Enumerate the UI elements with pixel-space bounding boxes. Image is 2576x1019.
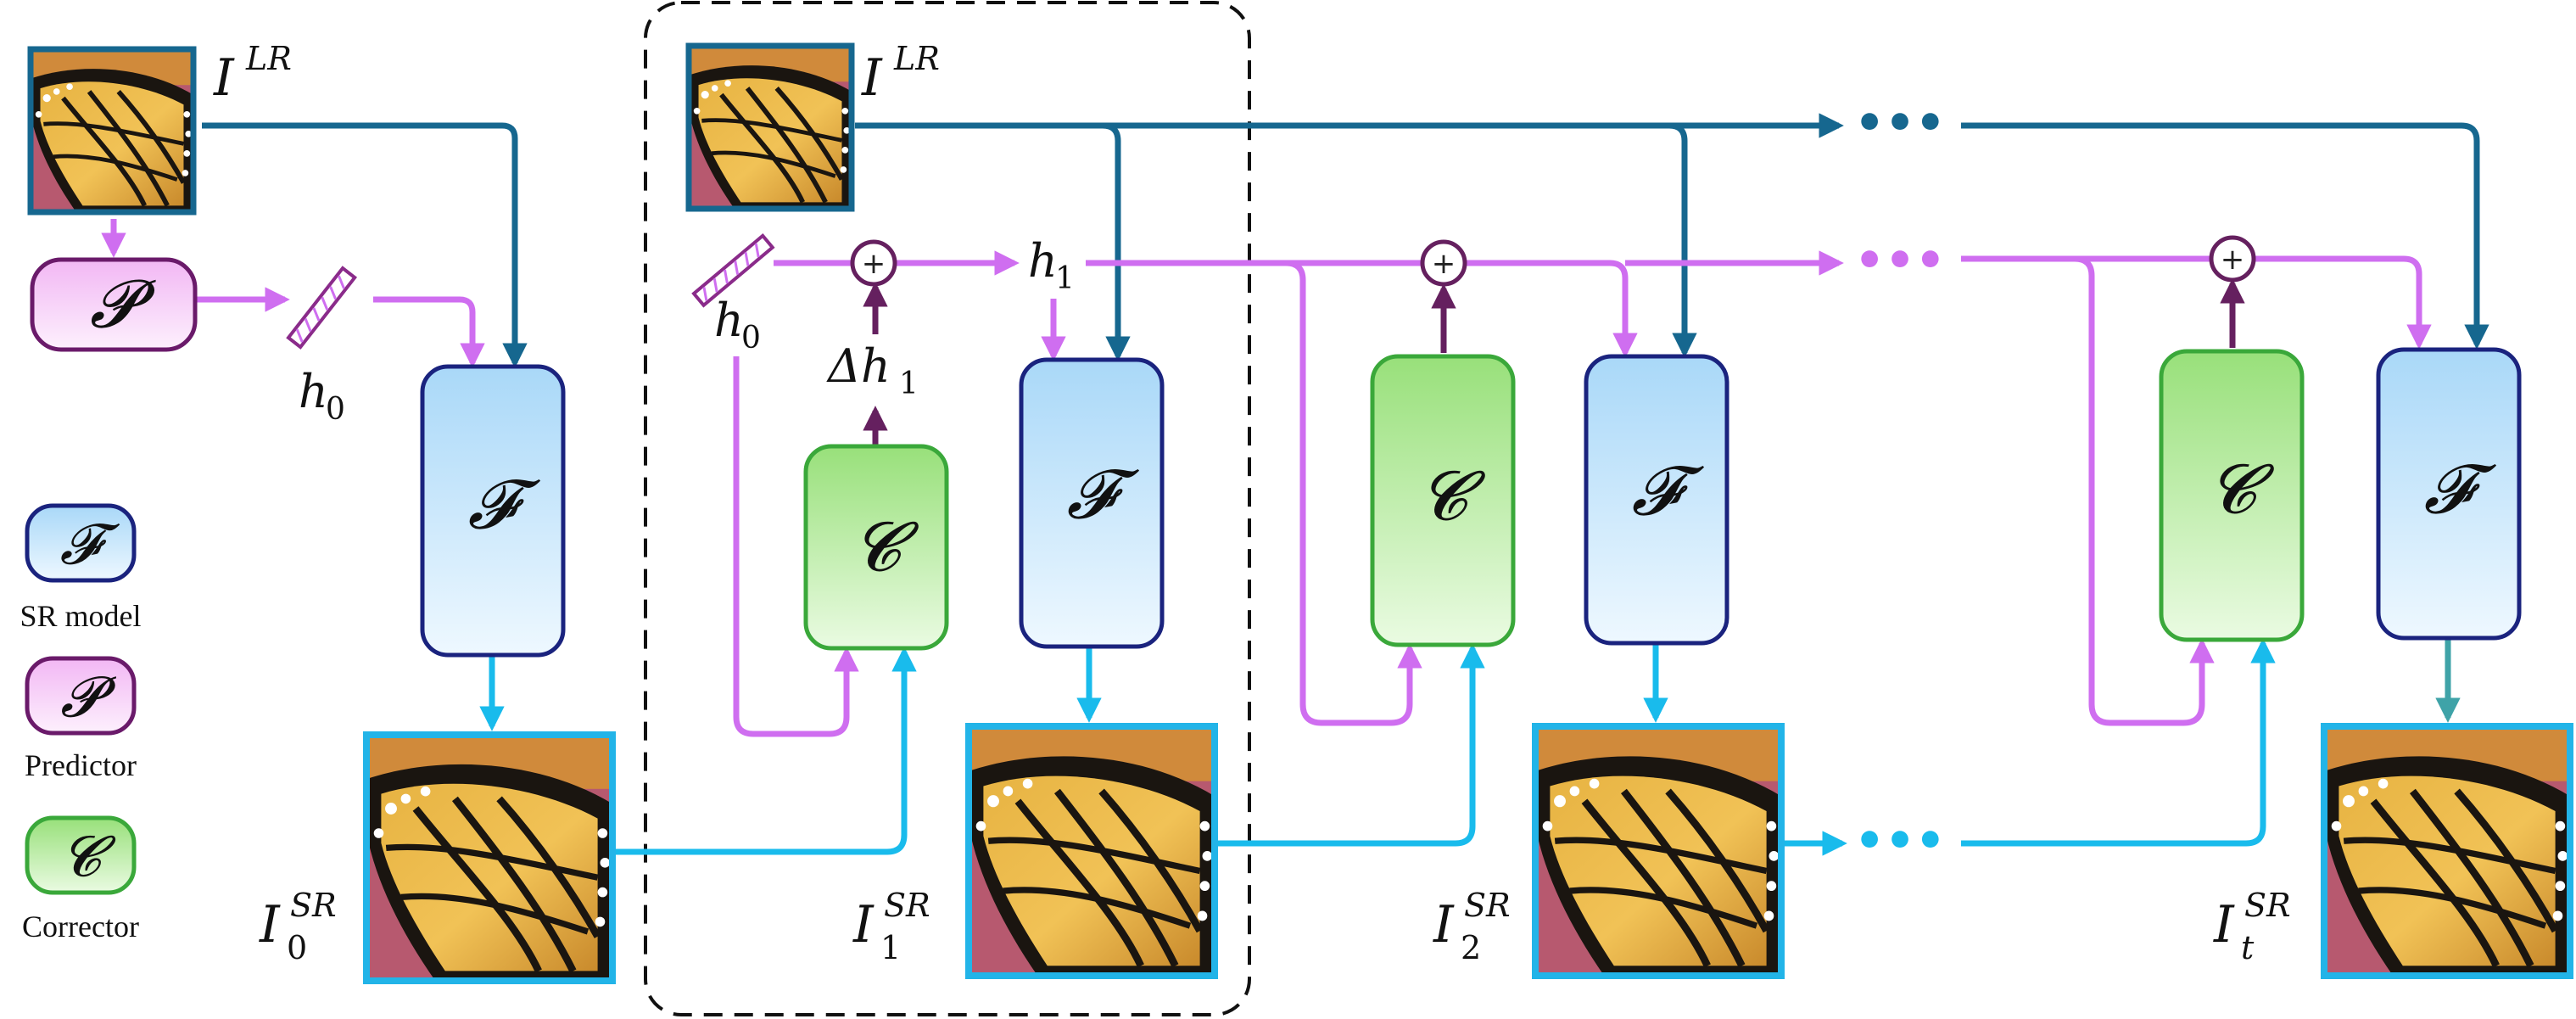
sr-image-t [2321,723,2573,979]
svg-text:1: 1 [880,929,901,966]
ht-to-corrector-t-arrow [2074,255,2215,726]
legend-sr-model-label: SR model [20,599,141,633]
svg-text:+: + [862,247,886,281]
label-lr-left: I LR [213,40,292,108]
svg-text:I: I [213,48,235,108]
h1-to-corrector-2-arrow [1285,260,1422,726]
label-delta-h1: Δh 1 [826,339,919,401]
plus-2-to-sr-model-2-arrow [1466,260,1638,358]
h0-token-mid [691,233,775,308]
sr0-to-corrector-1-arrow [612,647,917,855]
sr-model-block-t [2376,347,2522,641]
svg-text:I: I [1433,895,1455,955]
sr-bus-to-corrector-t-arrow [1961,638,2276,847]
plus-node-t: + [2209,235,2256,283]
h0-to-corrector-1-arrow [733,356,859,737]
sr-model-block-0 [420,364,566,658]
svg-text:SR: SR [1464,887,1511,924]
svg-text:h: h [299,365,328,418]
sr1-to-corrector-2-arrow [1216,643,1485,847]
svg-text:1: 1 [899,367,919,401]
sr-model-block-2 [1584,354,1729,646]
legend-corrector-label: Corrector [22,910,139,943]
legend-predictor-swatch [25,656,137,736]
legend: 𝓕 SR model 𝓟 Predictor 𝓒 Corrector [20,503,142,943]
svg-text:Δh: Δh [826,339,891,393]
lr-image-mid [685,42,855,212]
svg-text:LR: LR [245,40,292,77]
svg-text:LR: LR [893,40,940,77]
label-sr2: I SR 2 [1433,887,1511,966]
sr-image-1 [965,723,1218,979]
label-h0-left: h 0 [299,365,345,427]
h0-token-left [286,266,358,350]
lr-to-sr-model-1-arrow [1102,122,1131,361]
sr-bus-ellipsis: ••• [1854,814,1945,869]
svg-text:2: 2 [1461,929,1481,966]
svg-text:1: 1 [1055,261,1075,296]
svg-text:h: h [1028,234,1058,288]
svg-text:I: I [861,48,883,108]
h0-to-sr-model-0-arrow [373,296,485,368]
plus-node-1: + [850,239,897,287]
sr-model-block-1 [1019,357,1165,649]
corrector-block-t [2159,349,2305,642]
svg-text:0: 0 [287,929,307,966]
corrector-block-1 [803,444,949,651]
lr-bus-continuation [1961,122,2489,350]
lr-to-sr-model-0-arrow [202,122,528,368]
svg-text:+: + [1432,247,1456,281]
label-h0-mid: h 0 [714,294,761,356]
svg-text:+: + [2221,243,2245,277]
svg-text:0: 0 [741,321,761,356]
svg-text:SR: SR [290,887,337,924]
label-lr-mid: I LR [861,40,940,108]
lr-to-sr-model-2-arrow [1668,122,1697,358]
svg-text:0: 0 [326,392,345,427]
predictor-block [30,257,198,352]
h-bus-ellipsis: ••• [1854,233,1945,288]
legend-corrector-swatch [25,815,137,895]
svg-text:SR: SR [2244,887,2291,924]
svg-text:I: I [259,895,281,955]
label-sr1: I SR 1 [852,887,930,966]
sr-image-0 [363,731,616,984]
svg-text:h: h [714,294,744,347]
svg-text:I: I [852,895,874,955]
step-1-group-box [644,1,1251,1016]
lr-bus-ellipsis: ••• [1854,96,1945,151]
svg-text:SR: SR [884,887,930,924]
svg-text:t: t [2241,929,2255,966]
svg-text:I: I [2213,895,2235,955]
sr-image-2 [1532,723,1785,979]
corrector-block-2 [1370,354,1516,647]
label-h1: h 1 [1028,234,1075,296]
plus-t-to-sr-model-t-arrow [2255,255,2432,350]
legend-sr-model-swatch [25,503,137,583]
plus-node-2: + [1420,239,1467,287]
legend-predictor-label: Predictor [25,748,137,782]
lr-image-left [27,46,197,216]
label-srt: I SR t [2213,887,2291,966]
label-sr0: I SR 0 [259,887,337,966]
